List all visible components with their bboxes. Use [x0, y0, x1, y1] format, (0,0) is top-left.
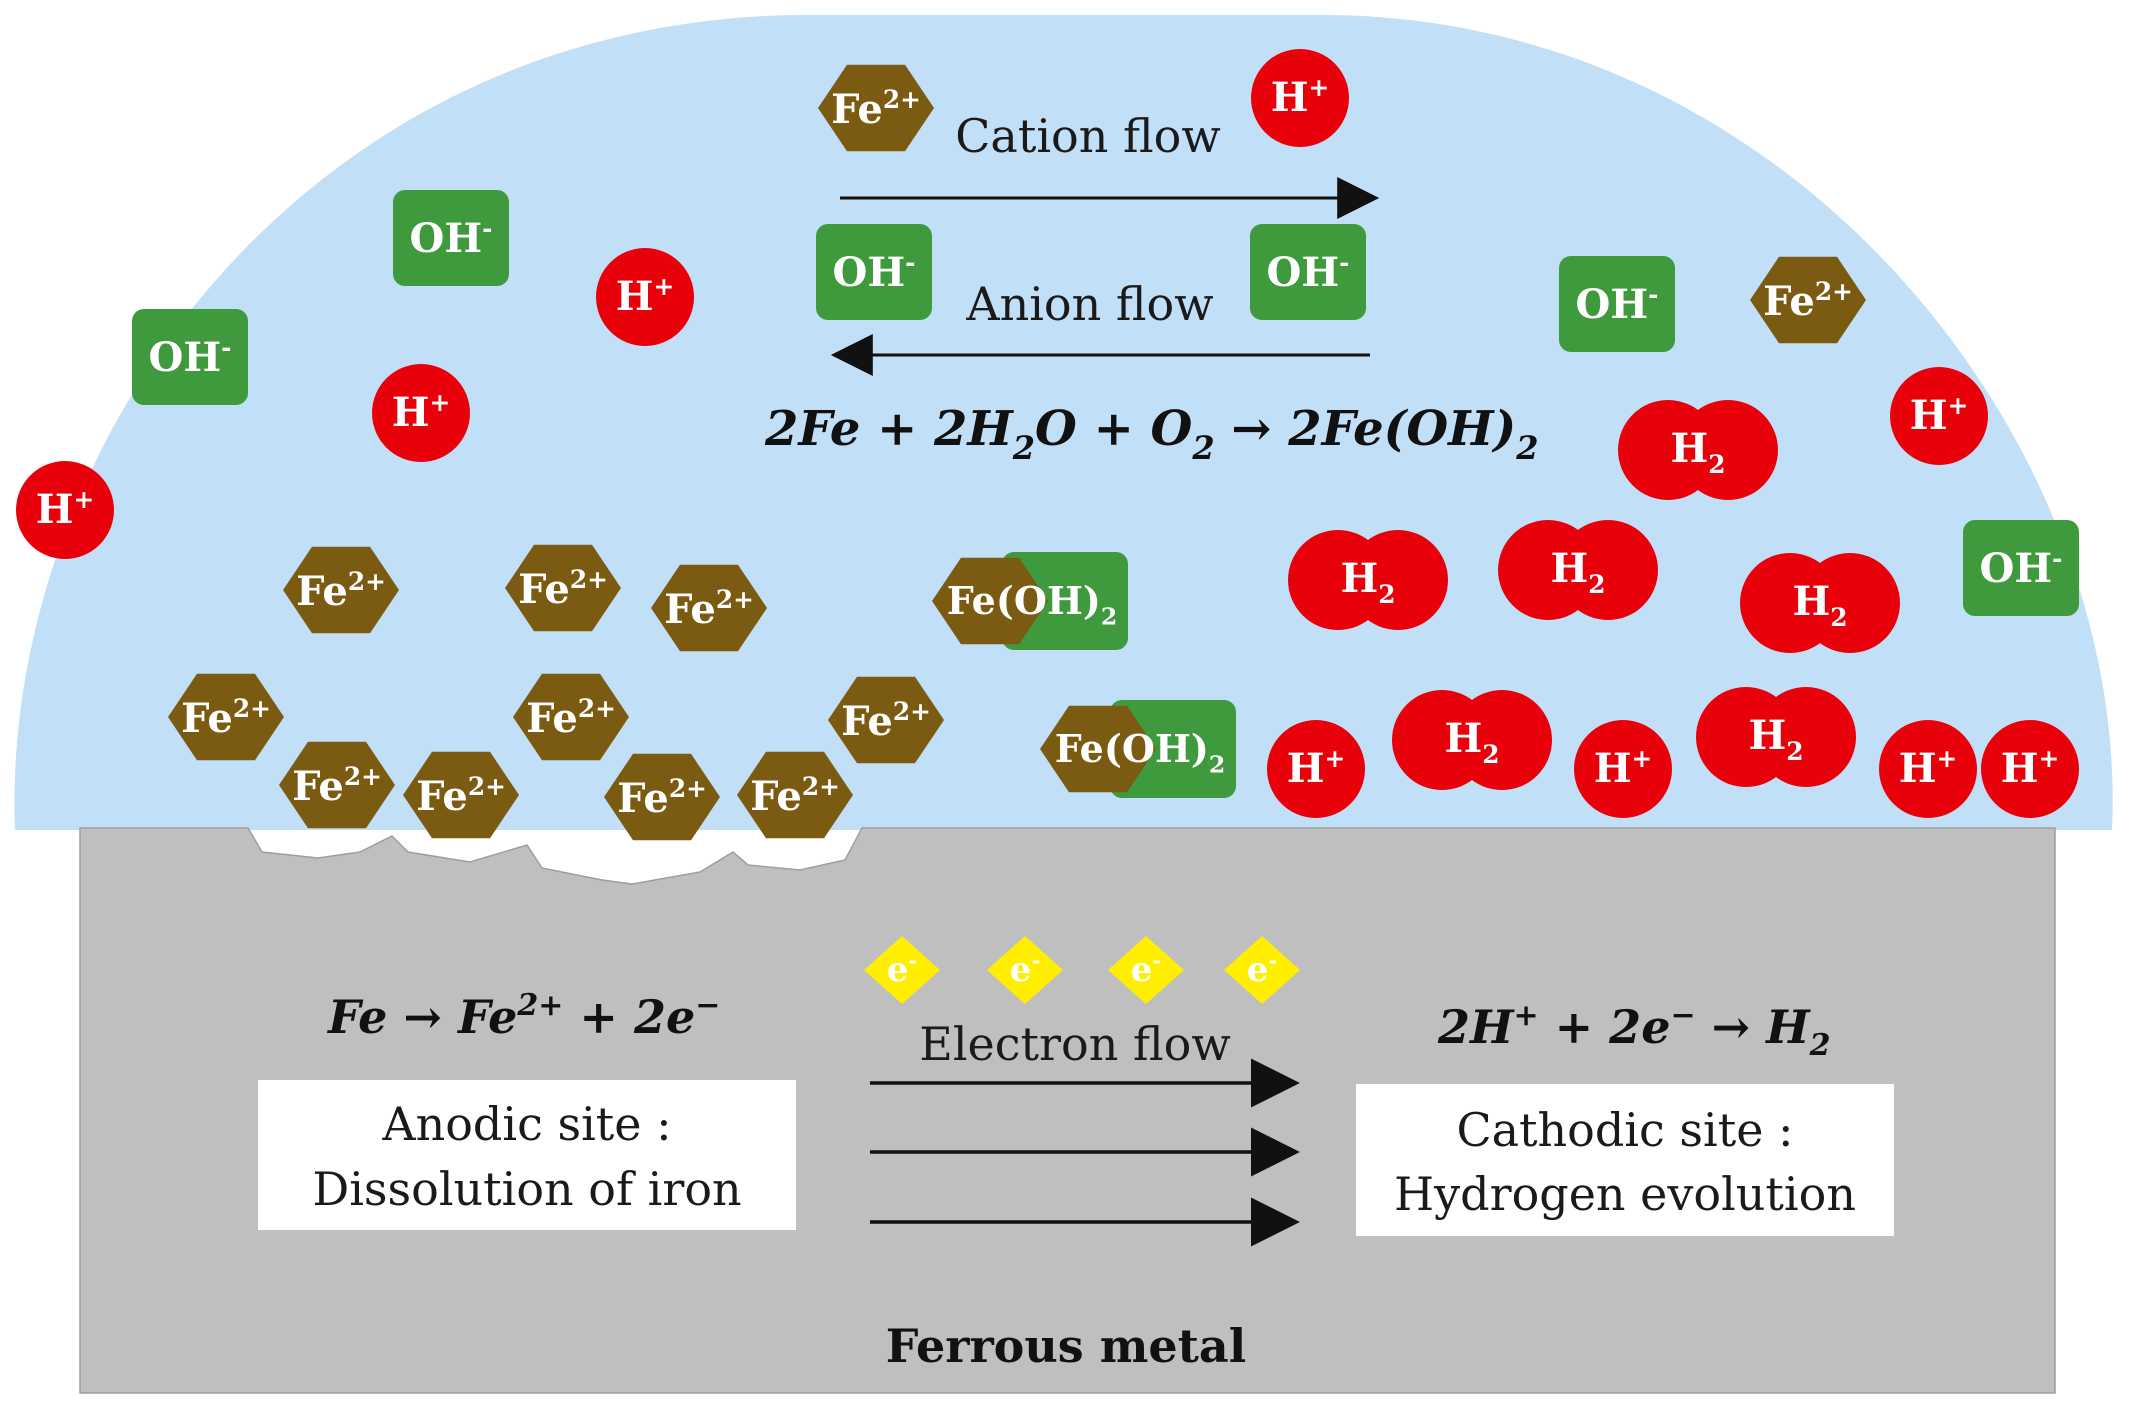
ferrous-metal-substrate	[79, 827, 2056, 1394]
species-label: H2	[1340, 555, 1395, 609]
species-label: e-	[1131, 948, 1161, 990]
fe2-ion: Fe2+	[1750, 256, 1866, 344]
cathodic-site-title: Cathodic site :	[1456, 1103, 1793, 1157]
cathodic-site-box: Cathodic site : Hydrogen evolution	[1356, 1084, 1894, 1236]
oh-minus-ion: OH-	[1250, 224, 1366, 320]
fe2-ion: Fe2+	[818, 64, 934, 152]
species-label: H2	[1444, 715, 1499, 769]
species-label: e-	[887, 948, 917, 990]
species-label: Fe2+	[1763, 277, 1853, 325]
species-label: OH-	[1980, 544, 2063, 592]
cation-flow-label: Cation flow	[955, 109, 1221, 163]
fe2-ion: Fe2+	[168, 673, 284, 761]
h2-molecule: H2	[1392, 690, 1552, 790]
species-label: H+	[1910, 391, 1969, 439]
oh-minus-ion: OH-	[132, 309, 248, 405]
fe2-ion: Fe2+	[828, 676, 944, 764]
cathodic-reaction-equation: 2H+ + 2e− → H2	[1437, 998, 1831, 1063]
anodic-site-description: Dissolution of iron	[312, 1162, 741, 1216]
h2-molecule: H2	[1696, 687, 1856, 787]
h-plus-ion: H+	[1574, 720, 1672, 818]
species-label: e-	[1010, 948, 1040, 990]
fe2-ion: Fe2+	[279, 741, 395, 829]
ferrous-metal-label: Ferrous metal	[886, 1319, 1246, 1373]
fe2-ion: Fe2+	[513, 673, 629, 761]
h-plus-ion: H+	[1890, 367, 1988, 465]
electron: e-	[864, 936, 940, 1004]
h2-molecule: H2	[1740, 553, 1900, 653]
fe2-ion: Fe2+	[604, 753, 720, 841]
species-label: Fe(OH)2	[947, 578, 1117, 631]
species-label: H2	[1550, 545, 1605, 599]
species-label: H+	[616, 272, 675, 320]
species-label: Fe2+	[526, 694, 616, 742]
species-label: Fe2+	[296, 567, 386, 615]
anion-flow-label: Anion flow	[965, 277, 1213, 331]
oh-minus-ion: OH-	[393, 190, 509, 286]
fe2-ion: Fe2+	[283, 546, 399, 634]
species-label: H+	[1287, 744, 1346, 792]
species-label: Fe2+	[292, 762, 382, 810]
anodic-reaction-equation: Fe → Fe2+ + 2e−	[326, 988, 720, 1044]
species-label: H2	[1670, 425, 1725, 479]
oh-minus-ion: OH-	[1963, 520, 2079, 616]
electron: e-	[1224, 936, 1300, 1004]
species-label: OH-	[1267, 248, 1350, 296]
species-label: Fe2+	[664, 585, 754, 633]
h-plus-ion: H+	[1879, 720, 1977, 818]
h2-molecule: H2	[1498, 520, 1658, 620]
electron: e-	[987, 936, 1063, 1004]
electron-flow-label: Electron flow	[919, 1017, 1230, 1071]
fe2-ion: Fe2+	[737, 751, 853, 839]
fe2-ion: Fe2+	[403, 751, 519, 839]
species-label: Fe2+	[617, 774, 707, 822]
species-label: H+	[36, 485, 95, 533]
fe-oh2-precipitate: Fe(OH)2	[1040, 700, 1236, 798]
h-plus-ion: H+	[372, 364, 470, 462]
h2-molecule: H2	[1288, 530, 1448, 630]
species-label: Fe2+	[416, 772, 506, 820]
h-plus-ion: H+	[1251, 49, 1349, 147]
oh-minus-ion: OH-	[1559, 256, 1675, 352]
species-label: Fe2+	[518, 565, 608, 613]
species-label: Fe(OH)2	[1055, 726, 1225, 779]
cathodic-site-description: Hydrogen evolution	[1394, 1167, 1856, 1221]
species-label: Fe2+	[841, 697, 931, 745]
species-label: e-	[1247, 948, 1277, 990]
species-label: H+	[2001, 744, 2060, 792]
h-plus-ion: H+	[1981, 720, 2079, 818]
fe2-ion: Fe2+	[505, 544, 621, 632]
species-label: H2	[1792, 578, 1847, 632]
electron: e-	[1108, 936, 1184, 1004]
species-label: H+	[1899, 744, 1958, 792]
species-label: OH-	[149, 333, 232, 381]
species-label: H+	[1594, 744, 1653, 792]
h-plus-ion: H+	[16, 461, 114, 559]
oh-minus-ion: OH-	[816, 224, 932, 320]
particles-layer: Fe2+Fe2+Fe2+Fe2+Fe2+Fe2+Fe2+Fe2+Fe2+Fe2+…	[16, 49, 2079, 1004]
species-label: OH-	[410, 214, 493, 262]
species-label: Fe2+	[750, 772, 840, 820]
species-label: OH-	[1576, 280, 1659, 328]
species-label: H+	[1271, 73, 1330, 121]
h-plus-ion: H+	[596, 248, 694, 346]
species-label: Fe2+	[831, 85, 921, 133]
h-plus-ion: H+	[1267, 720, 1365, 818]
overall-reaction-equation: 2Fe + 2H2O + O2 → 2Fe(OH)2	[764, 401, 1538, 467]
fe-oh2-precipitate: Fe(OH)2	[932, 552, 1128, 650]
h2-molecule: H2	[1618, 400, 1778, 500]
anodic-site-title: Anodic site :	[381, 1097, 671, 1151]
species-label: H+	[392, 388, 451, 436]
fe2-ion: Fe2+	[651, 564, 767, 652]
species-label: Fe2+	[181, 694, 271, 742]
species-label: OH-	[833, 248, 916, 296]
species-label: H2	[1748, 712, 1803, 766]
anodic-site-box: Anodic site : Dissolution of iron	[258, 1080, 796, 1230]
